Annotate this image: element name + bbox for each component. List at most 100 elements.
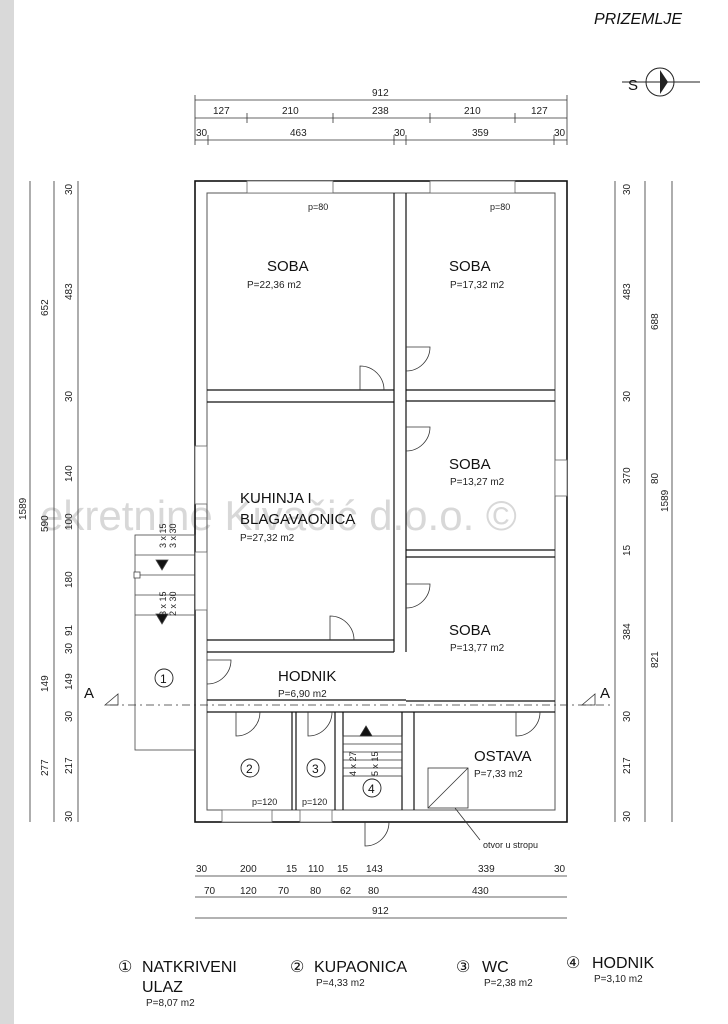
opening-label-1: p=120 — [252, 797, 277, 807]
north-arrow-label: S — [628, 77, 638, 94]
stair-label-2: 3 x 15 — [158, 523, 168, 548]
dim-left-a-2: 590 — [40, 515, 51, 532]
dim-bottom-1: 30 — [196, 864, 208, 875]
stair-label-6: 5 x 15 — [370, 751, 380, 776]
dim-left-b-6: 180 — [64, 571, 75, 588]
ceiling-opening-note: otvor u stropu — [483, 840, 538, 850]
dim-right-b-10: 30 — [622, 810, 633, 822]
dim-bottom-3: 15 — [286, 864, 298, 875]
dim-right-b-9: 217 — [622, 757, 633, 774]
dim-left-b-4: 140 — [64, 465, 75, 482]
dim-bottom-b-6: 80 — [368, 886, 380, 897]
dim-top-total: 912 — [372, 88, 389, 99]
stair-label-3: 2 x 30 — [168, 591, 178, 616]
marker-4: 4 — [368, 782, 375, 796]
section-mark-left: A — [84, 685, 94, 702]
dim-top-room-1: 463 — [290, 128, 307, 139]
section-line — [103, 693, 610, 706]
dim-left-b-12: 30 — [64, 810, 75, 822]
dim-top-3: 238 — [372, 106, 389, 117]
room-7-name: OSTAVA — [474, 748, 532, 765]
dim-right-b-2: 483 — [622, 283, 633, 300]
room-3-area: P=27,32 m2 — [240, 533, 295, 544]
watermark: ekretnine Kivačić d.o.o. © — [40, 492, 517, 539]
stairs-entry — [133, 534, 196, 751]
dim-top-wall-3: 30 — [554, 128, 566, 139]
room-3-name-line2: BLAGAVAONICA — [240, 511, 355, 528]
dim-right-b-3: 30 — [622, 390, 633, 402]
room-1-name: SOBA — [267, 258, 309, 275]
dim-right-b-4: 370 — [622, 467, 633, 484]
dim-bottom-b-4: 80 — [310, 886, 322, 897]
stairs-inner — [342, 725, 403, 777]
legend-4-num: ④ — [566, 955, 580, 972]
dim-left-b-2: 483 — [64, 283, 75, 300]
marker-1: 1 — [160, 672, 167, 686]
dim-bottom-b-7: 430 — [472, 886, 489, 897]
room-4-name: SOBA — [449, 456, 491, 473]
dim-left-b-10: 30 — [64, 710, 75, 722]
dim-left-a-4: 277 — [40, 759, 51, 776]
bottom-dimensions — [195, 875, 567, 919]
room-5-name: SOBA — [449, 622, 491, 639]
room-2-area: P=17,32 m2 — [450, 280, 505, 291]
dim-bottom-6: 143 — [366, 864, 383, 875]
dim-right-b-8: 30 — [622, 710, 633, 722]
dim-left-b-3: 30 — [64, 390, 75, 402]
dim-bottom-b-3: 70 — [278, 886, 290, 897]
room-1-area: P=22,36 m2 — [247, 280, 302, 291]
dim-left-a-1: 652 — [40, 299, 51, 316]
legend-2-name: KUPAONICA — [314, 959, 407, 976]
dim-bottom-b-2: 120 — [240, 886, 257, 897]
room-4-area: P=13,27 m2 — [450, 477, 505, 488]
dim-bottom-b-5: 62 — [340, 886, 352, 897]
dim-left-b-7: 91 — [64, 624, 75, 636]
stair-label-5: 4 x 27 — [348, 751, 358, 776]
scan-edge-shadow — [0, 0, 14, 1024]
dim-top-wall-2: 30 — [394, 128, 406, 139]
dim-left-b-8: 30 — [64, 642, 75, 654]
legend-1-name-line1: NATKRIVENI — [142, 959, 237, 976]
legend-1-name-line2: ULAZ — [142, 979, 183, 996]
legend-2-num: ② — [290, 959, 304, 976]
dim-right-b-5: 80 — [650, 472, 661, 484]
section-mark-right: A — [600, 685, 610, 702]
dim-left-b-11: 217 — [64, 757, 75, 774]
room-1-opening: p=80 — [308, 202, 328, 212]
legend-4-area: P=3,10 m2 — [594, 974, 643, 985]
dim-top-4: 210 — [464, 106, 481, 117]
room-number-markers — [154, 668, 382, 798]
walls — [194, 180, 568, 823]
stair-label-1: 3 x 30 — [168, 523, 178, 548]
room-2-opening: p=80 — [490, 202, 510, 212]
dim-left-total: 1589 — [18, 497, 29, 520]
right-dimensions — [614, 181, 673, 822]
legend-1-num: ① — [118, 959, 132, 976]
dim-top-wall-1: 30 — [196, 128, 208, 139]
top-dimensions — [194, 95, 568, 145]
opening-label-2: p=120 — [302, 797, 327, 807]
dim-right-a-2: 821 — [650, 651, 661, 668]
dim-right-a-1: 688 — [650, 313, 661, 330]
dim-right-b-7: 384 — [622, 623, 633, 640]
room-5-area: P=13,77 m2 — [450, 643, 505, 654]
dim-bottom-2: 200 — [240, 864, 257, 875]
left-dimensions — [29, 181, 79, 822]
plan-title: PRIZEMLJE — [594, 11, 682, 28]
dim-right-b-6: 15 — [622, 544, 633, 556]
dim-bottom-total: 912 — [372, 906, 389, 917]
dim-bottom-8: 30 — [554, 864, 566, 875]
dim-right-b-1: 30 — [622, 183, 633, 195]
dim-top-1: 127 — [213, 106, 230, 117]
dim-bottom-5: 15 — [337, 864, 349, 875]
dim-top-5: 127 — [531, 106, 548, 117]
windows — [194, 180, 568, 823]
dim-bottom-7: 339 — [478, 864, 495, 875]
marker-3: 3 — [312, 762, 319, 776]
doors — [206, 346, 541, 847]
room-2-name: SOBA — [449, 258, 491, 275]
room-3-name-line1: KUHINJA I — [240, 490, 312, 507]
dim-left-b-9: 149 — [64, 673, 75, 690]
ceiling-opening — [427, 767, 481, 841]
